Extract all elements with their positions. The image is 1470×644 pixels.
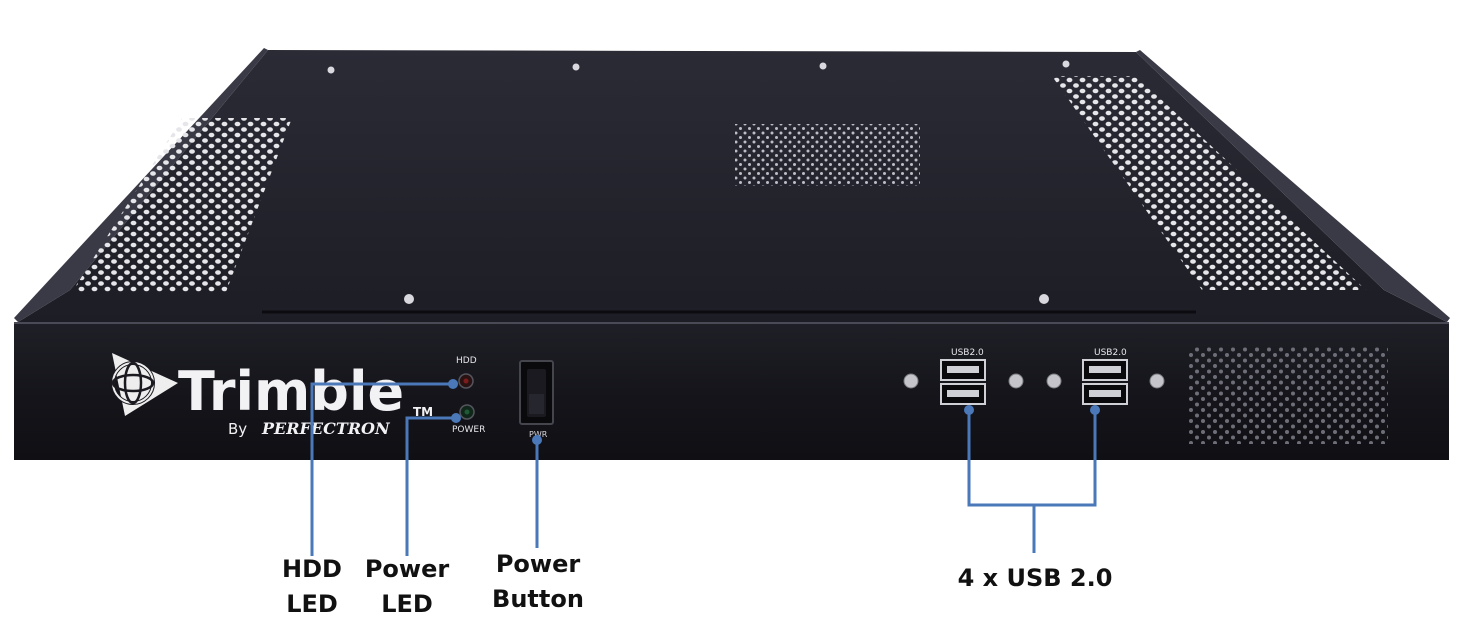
power-led-callout: Power LED (357, 552, 457, 622)
power-led-leader-dot (451, 413, 461, 423)
usb-port-3[interactable] (1082, 359, 1128, 381)
power-button-callout-line2: Button (492, 585, 584, 613)
usb-callout: 4 x USB 2.0 (930, 561, 1140, 596)
usb-right-text: USB2.0 (1094, 348, 1127, 358)
hdd-led-callout-line2: LED (286, 590, 338, 618)
usb-left-leader-dot (964, 405, 974, 415)
center-vent (735, 124, 920, 186)
perfectron-text: PERFECTRON (261, 419, 391, 438)
power-led-callout-line2: LED (381, 590, 433, 618)
front-vent (1188, 346, 1388, 444)
hdd-led-leader (310, 382, 453, 556)
hdd-led-callout: HDD LED (262, 552, 362, 622)
usb-port-4[interactable] (1082, 383, 1128, 405)
leader-lines (310, 379, 1100, 556)
hdd-led-leader-dot (448, 379, 458, 389)
power-button-callout-line1: Power (495, 550, 581, 578)
power-indicator-text: POWER (452, 425, 485, 435)
chassis-right-bevel (1136, 50, 1450, 322)
power-led-callout-line1: Power (364, 555, 450, 583)
usb-right-leader-dot (1090, 405, 1100, 415)
power-led-leader (405, 416, 456, 556)
hdd-indicator-text: HDD (456, 356, 477, 366)
trademark-mark: TM (413, 405, 433, 419)
brand-wordmark: Trimble (178, 360, 404, 423)
hdd-led-callout-line1: HDD (282, 555, 342, 583)
front-screws (903, 373, 1165, 389)
usb-port-1[interactable] (940, 359, 986, 381)
by-text: By (228, 420, 247, 438)
usb-leader-bracket (967, 410, 1097, 507)
usb-port-2[interactable] (940, 383, 986, 405)
power-button-callout: Power Button (478, 547, 598, 617)
lid-screws (327, 60, 1070, 304)
power-button-leader-dot (532, 435, 542, 445)
usb-left-text: USB2.0 (951, 348, 984, 358)
trimble-logo-mark (111, 353, 178, 416)
usb-callout-text: 4 x USB 2.0 (957, 564, 1113, 592)
pwr-text: PWR (529, 430, 548, 439)
